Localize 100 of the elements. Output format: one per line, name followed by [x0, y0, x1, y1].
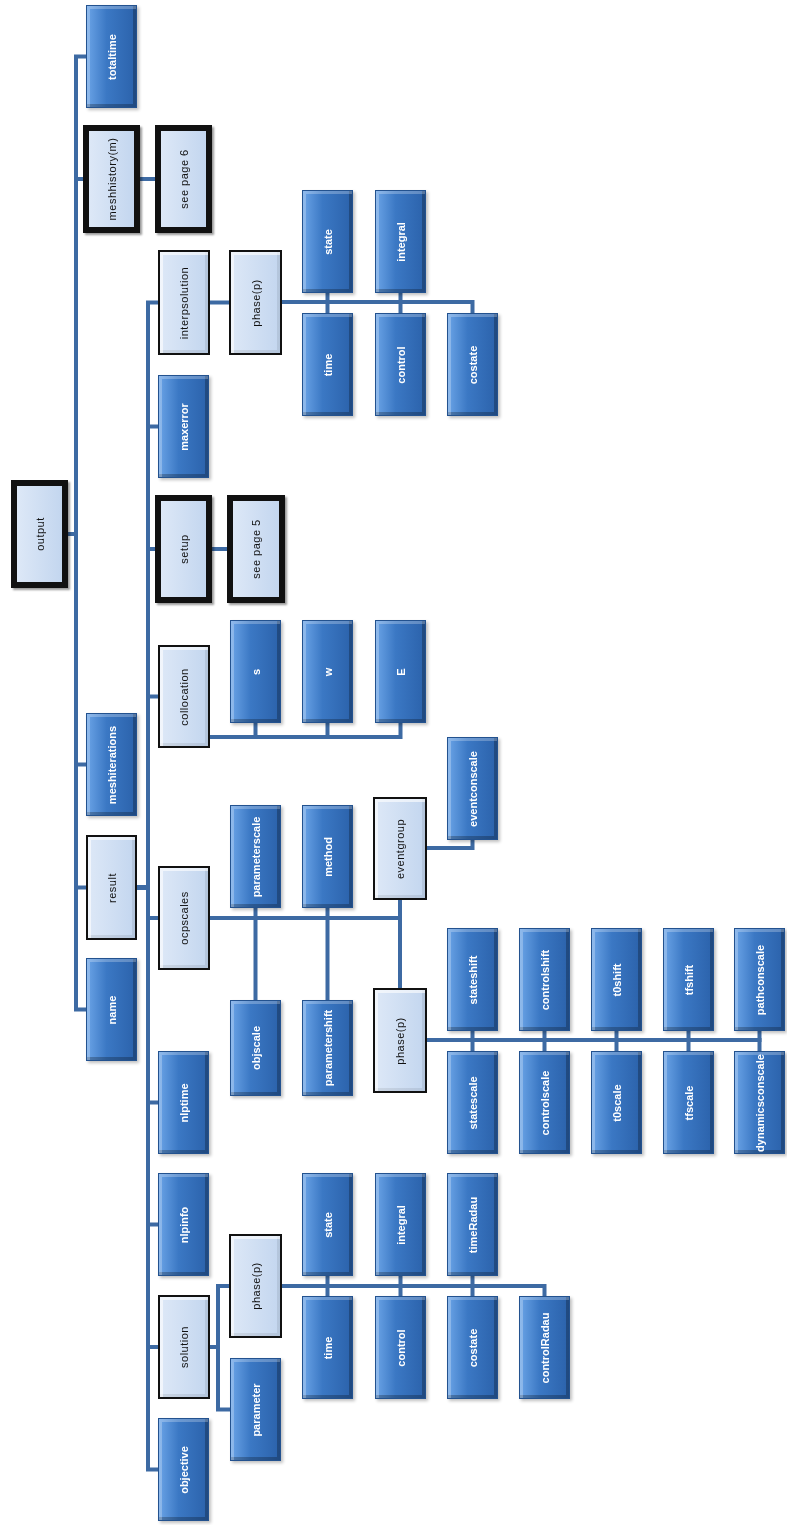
field-box — [519, 928, 570, 1031]
field-box — [302, 1296, 353, 1399]
field-box — [447, 313, 498, 416]
box-label: ocpscales — [178, 891, 190, 945]
reference-box — [227, 495, 285, 603]
field-box — [375, 313, 426, 416]
box-label: tfscale — [683, 1085, 694, 1120]
box-label: parameterscale — [250, 816, 261, 897]
box-label: setup — [178, 534, 189, 564]
box-label: nlptime — [178, 1082, 189, 1123]
field-box — [734, 928, 785, 1031]
box-label: totaltime — [106, 33, 117, 80]
box-label: time — [322, 1336, 333, 1359]
field-box — [519, 1296, 570, 1399]
group-box — [373, 988, 427, 1093]
connector-line — [210, 916, 402, 988]
field-box — [375, 620, 426, 723]
field-box — [663, 928, 714, 1031]
group-box — [229, 250, 282, 355]
box-label: controlRadau — [539, 1312, 550, 1383]
field-box — [519, 1051, 570, 1154]
box-label: state — [322, 1211, 333, 1238]
field-box — [375, 1296, 426, 1399]
box-label: output — [34, 517, 45, 551]
box-label: control — [395, 345, 406, 384]
field-box — [302, 190, 353, 293]
box-label: costate — [467, 345, 478, 384]
field-box — [375, 1173, 426, 1276]
field-box — [230, 1000, 281, 1096]
box-label: control — [395, 1328, 406, 1367]
box-label: objscale — [250, 1026, 261, 1070]
field-box — [230, 620, 281, 723]
field-box — [230, 1358, 281, 1461]
box-label: parameter — [250, 1382, 261, 1437]
field-box — [447, 928, 498, 1031]
field-box — [158, 1418, 209, 1521]
field-box — [447, 737, 498, 840]
field-box — [302, 805, 353, 908]
box-label: integral — [395, 221, 406, 262]
group-box — [373, 797, 427, 900]
group-box — [158, 645, 210, 748]
box-label: parametershift — [322, 1009, 333, 1087]
box-label: t0shift — [611, 963, 622, 996]
box-label: phase(p) — [250, 1262, 261, 1310]
field-box — [86, 5, 137, 108]
field-box — [302, 1173, 353, 1276]
field-box — [447, 1173, 498, 1276]
box-label: timeRadau — [467, 1196, 478, 1253]
box-label: name — [106, 995, 117, 1024]
field-box — [447, 1296, 498, 1399]
connector-line — [427, 1038, 762, 1051]
connector-line — [282, 300, 475, 313]
group-box — [229, 1234, 282, 1338]
box-label: objective — [178, 1445, 189, 1494]
box-label: w — [322, 667, 333, 676]
field-box — [375, 190, 426, 293]
box-label: collocation — [178, 667, 190, 726]
group-box — [158, 866, 210, 970]
field-box — [591, 1051, 642, 1154]
connector-line — [282, 1284, 547, 1296]
box-label: time — [322, 353, 333, 376]
connector-line — [210, 300, 229, 305]
box-label: controlshift — [539, 949, 550, 1010]
box-label: tfshift — [683, 964, 694, 995]
box-label: pathconscale — [754, 944, 765, 1015]
field-box — [302, 620, 353, 723]
box-label: meshiterations — [106, 725, 117, 804]
box-label: dynamicsconscale — [754, 1053, 765, 1152]
box-label: statescale — [467, 1075, 478, 1130]
box-label: phase(p) — [250, 278, 261, 327]
box-label: stateshift — [467, 955, 478, 1004]
field-box — [447, 1051, 498, 1154]
field-box — [158, 1051, 209, 1154]
box-label: eventgroup — [394, 818, 406, 879]
box-label: interpsolution — [178, 266, 190, 339]
box-label: method — [322, 836, 333, 877]
reference-box — [83, 125, 140, 233]
connector-line — [140, 177, 155, 181]
box-label: see page 5 — [250, 519, 262, 579]
reference-box — [155, 495, 212, 603]
connector-line — [210, 723, 403, 739]
box-label: maxerror — [178, 402, 189, 451]
field-box — [86, 958, 137, 1061]
box-label: integral — [395, 1204, 406, 1245]
box-label: state — [322, 228, 333, 255]
field-box — [302, 313, 353, 416]
box-label: result — [106, 872, 117, 903]
field-box — [230, 805, 281, 908]
group-box — [86, 835, 137, 940]
box-label: controlscale — [539, 1070, 550, 1135]
group-box — [158, 1295, 210, 1399]
field-box — [302, 1000, 353, 1096]
reference-box — [155, 125, 212, 233]
connector-line — [427, 840, 475, 850]
connector-line — [212, 547, 227, 551]
box-label: s — [250, 668, 261, 675]
box-label: see page 6 — [178, 149, 189, 209]
field-box — [591, 928, 642, 1031]
box-label: eventconscale — [467, 750, 478, 827]
field-box — [86, 713, 137, 816]
